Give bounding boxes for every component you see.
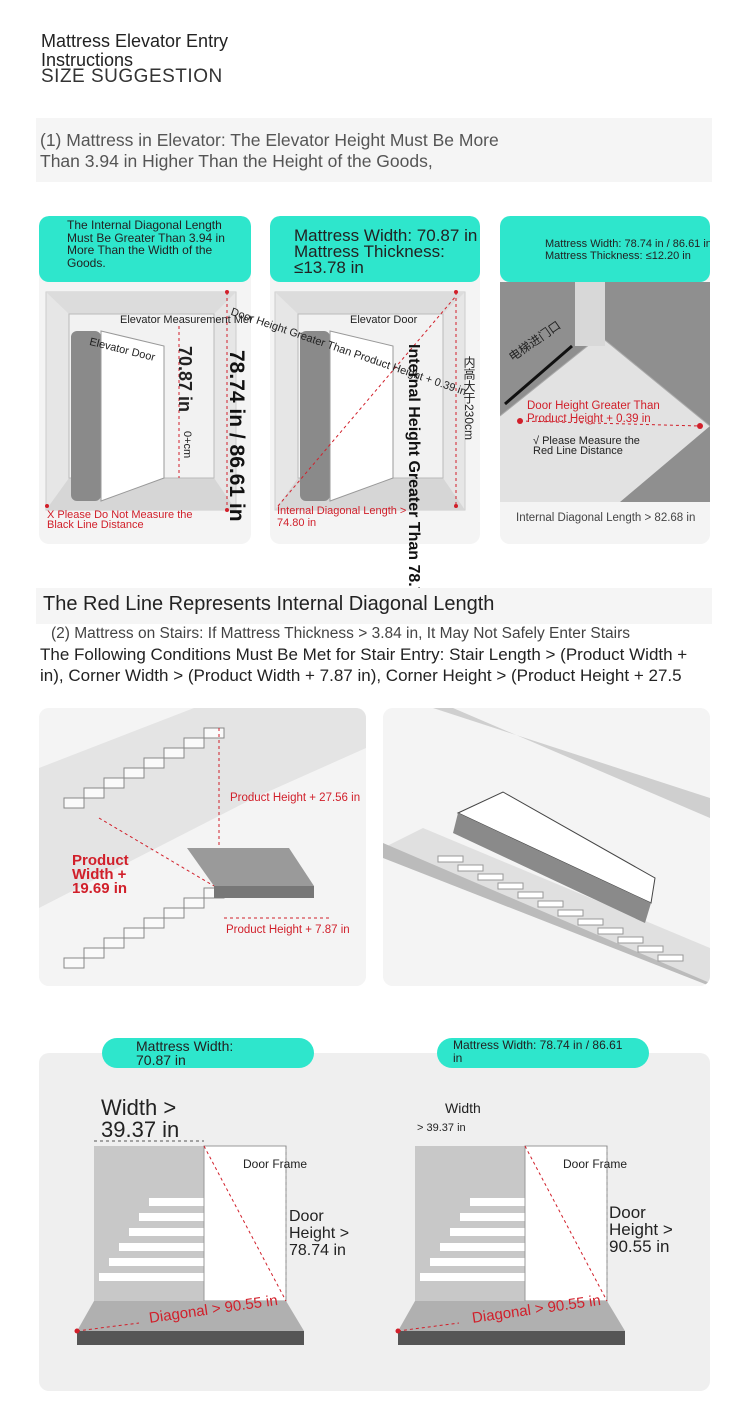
big-vertical-size-label: 78.74 in / 86.61 in (225, 350, 248, 522)
panel1-pill-text: The Internal Diagonal Length Must Be Gre… (67, 218, 225, 270)
caption-band (36, 588, 712, 624)
left-width-label: Width > 39.37 in (101, 1095, 180, 1142)
right-width-pill (437, 1038, 649, 1068)
left-width-pill (102, 1038, 314, 1068)
stairs-diagram-right (383, 708, 710, 986)
product-height-bottom-label: Product Height + 7.87 in (226, 924, 350, 936)
internal-diagonal-label: Internal Diagonal Length > 74.80 in (277, 505, 407, 529)
stair-conditions-line2: in), Corner Width > (Product Width + 7.8… (40, 666, 682, 685)
elevator-diagram-2 (274, 290, 466, 511)
stair-conditions-line1: The Following Conditions Must Be Met for… (40, 645, 688, 664)
elevator-panel-2: Mattress Width: 70.87 in Mattress Thickn… (270, 216, 480, 544)
doorframe-diagrams (74, 1140, 625, 1345)
internal-height-vertical-label: Internal Height Greater Than 78.74 in (405, 344, 422, 624)
stairs-panel-right (383, 708, 710, 986)
right-door-frame-label: Door Frame (563, 1157, 628, 1171)
left-width-pill-text: Mattress Width: 70.87 in (136, 1038, 234, 1068)
panel3-pill (500, 216, 710, 282)
internal-diagonal-bottom-label: Internal Diagonal Length > 82.68 in (516, 512, 696, 524)
warning-note: X Please Do Not Measure the Black Line D… (47, 509, 193, 531)
panel2-pill-text: Mattress Width: 70.87 in Mattress Thickn… (294, 226, 478, 277)
cn-height-label: 内高大于230cm (462, 356, 476, 441)
elevator-door-label-2: Elevator Door (350, 314, 418, 326)
red-line-caption: The Red Line Represents Internal Diagona… (43, 593, 495, 615)
elevator-panel-1: The Internal Diagonal Length Must Be Gre… (39, 216, 251, 544)
stairs-panel-left: Product Height + 27.56 in Product Width … (39, 708, 366, 986)
section1-heading: (1) Mattress in Elevator: The Elevator H… (40, 130, 499, 171)
product-height-top-label: Product Height + 27.56 in (230, 792, 361, 804)
right-door-height-label: Door Height > 90.55 in (609, 1203, 673, 1256)
elevator-diagram-1 (45, 290, 237, 512)
right-width-value: > 39.37 in (417, 1122, 466, 1134)
elevator-panel-3: Mattress Width: 78.74 in / 86.61 in Matt… (500, 216, 710, 544)
doorframe-panel (39, 1053, 710, 1391)
door-height-greater-label: Door Height Greater Than Product Height … (527, 400, 660, 425)
panel3-pill-text: Mattress Width: 78.74 in / 86.61 in Matt… (545, 238, 710, 262)
right-width-label: Width (445, 1100, 481, 1116)
panel1-pill (39, 216, 251, 282)
right-width-pill-text: Mattress Width: 78.74 in / 86.61 in (453, 1038, 623, 1065)
page-title: Mattress Elevator Entry Instructions (41, 31, 229, 70)
page-subtitle: SIZE SUGGESTION (41, 66, 223, 87)
stairs-diagram-left (39, 708, 366, 986)
measure-red-line-note: √ Please Measure the Red Line Distance (533, 435, 640, 457)
section2-heading: (2) Mattress on Stairs: If Mattress Thic… (51, 625, 631, 642)
measurement-method-label: Elevator Measurement Method (120, 314, 251, 326)
height-label-70: 70.87 in (175, 346, 195, 413)
section1-band (36, 118, 712, 182)
left-door-frame-label: Door Frame (243, 1157, 308, 1171)
left-door-height-label: Door Height > 78.74 in (289, 1208, 350, 1259)
panel2-pill (270, 216, 480, 282)
elevator-corner-diagram (500, 282, 710, 544)
cm-label: 0+cm (181, 431, 193, 459)
product-width-label: Product Width + 19.69 in (72, 852, 129, 897)
